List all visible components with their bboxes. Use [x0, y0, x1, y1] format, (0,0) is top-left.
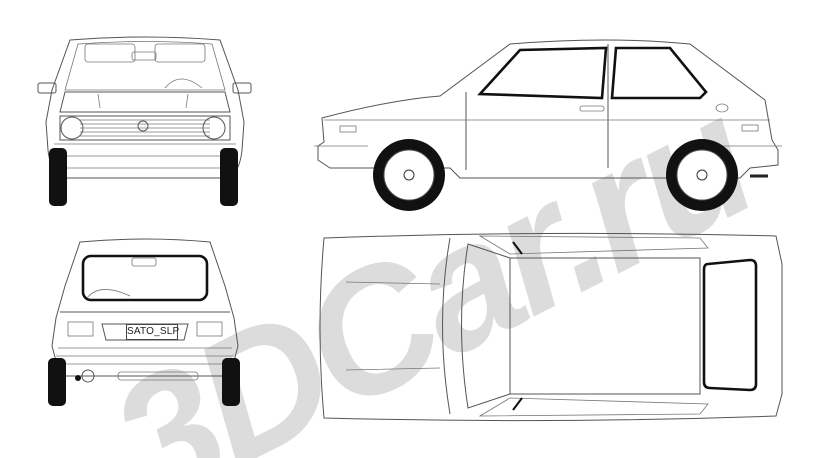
rear-view [48, 238, 240, 406]
license-plate: SATO_SLP [126, 324, 179, 340]
top-view [319, 232, 783, 422]
side-view [314, 39, 782, 211]
front-view [37, 36, 252, 206]
